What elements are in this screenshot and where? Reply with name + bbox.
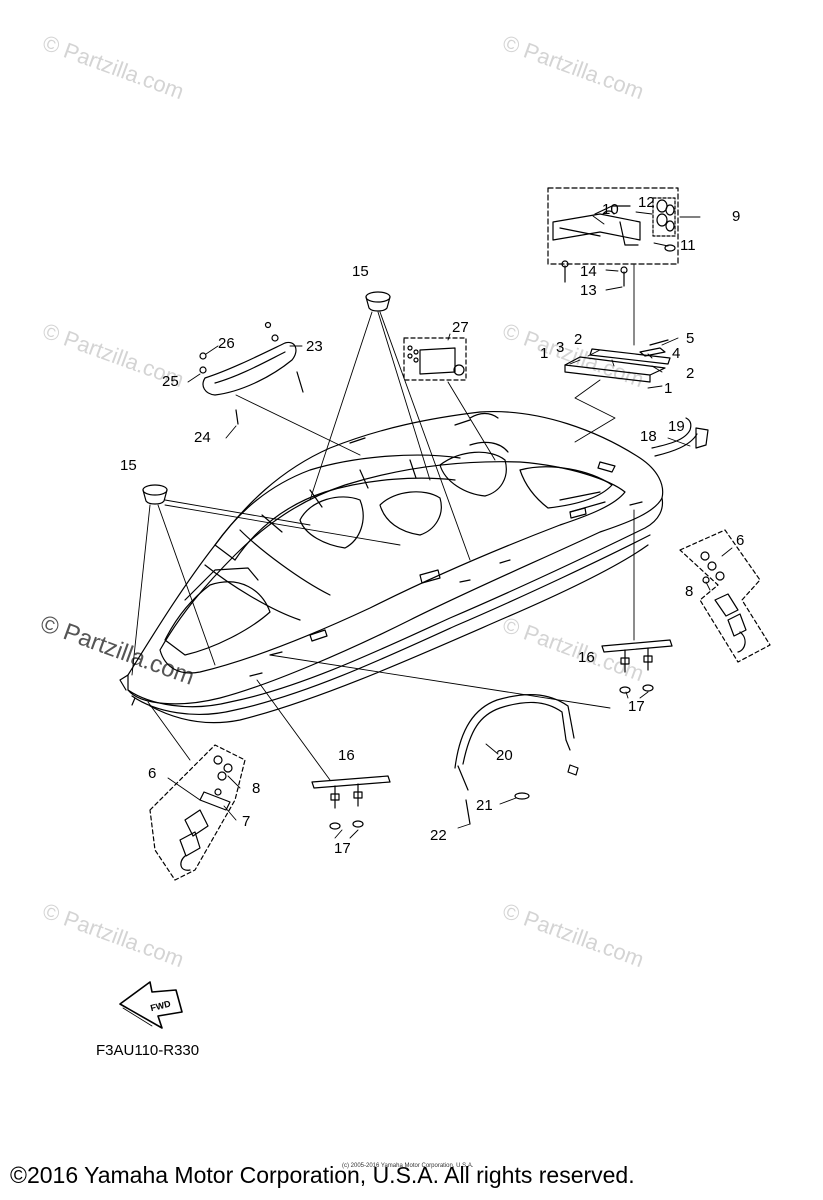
part-6-group-box-right [679, 529, 771, 663]
part-7-cleat-left [179, 755, 233, 871]
callout-26: 26 [218, 335, 235, 352]
part-9-group-box [547, 187, 679, 265]
callout-7: 7 [242, 813, 250, 830]
callout-18: 18 [640, 428, 657, 445]
copyright-notice: ©2016 Yamaha Motor Corporation, U.S.A. A… [10, 1162, 635, 1188]
callout-9: 9 [732, 208, 740, 225]
callout-16-right: 16 [578, 649, 595, 666]
callout-8-right: 8 [685, 583, 693, 600]
callout-10: 10 [602, 201, 619, 218]
small-copyright: (c) 2005-2016 Yamaha Motor Corporation, … [342, 1163, 474, 1169]
part-15-cup-holder-top [365, 291, 391, 312]
fwd-arrow-icon [119, 981, 183, 1029]
callout-17-left: 17 [334, 840, 351, 857]
callout-2-top: 2 [574, 331, 582, 348]
part-7-cleat-right [700, 551, 747, 653]
callout-24: 24 [194, 429, 211, 446]
part-6-group-box-left [149, 744, 246, 881]
part-23-grab-handle [199, 321, 304, 425]
callout-16-left: 16 [338, 747, 355, 764]
callout-14: 14 [580, 263, 597, 280]
callout-17-right: 17 [628, 698, 645, 715]
diagram-code: F3AU110-R330 [96, 1042, 200, 1059]
part-27-gauge [407, 345, 465, 376]
callout-13: 13 [580, 282, 597, 299]
callout-6-right: 6 [736, 532, 744, 549]
callout-22: 22 [430, 827, 447, 844]
callout-4: 4 [672, 345, 680, 362]
callout-12: 12 [638, 194, 655, 211]
boat-hull [119, 410, 664, 724]
callout-27: 27 [452, 319, 469, 336]
part-1-rail [564, 339, 671, 383]
part-16-cleat-right [601, 639, 673, 694]
callout-5: 5 [686, 330, 694, 347]
part-11-nut [664, 244, 676, 252]
callout-25: 25 [162, 373, 179, 390]
callout-15-top: 15 [352, 263, 369, 280]
callout-8-left: 8 [252, 780, 260, 797]
callout-1-top: 1 [540, 345, 548, 362]
part-20-bow-rail [454, 694, 579, 825]
part-27-box [403, 337, 467, 381]
part-15-cup-holder-left [142, 484, 168, 505]
callout-11: 11 [680, 237, 696, 254]
callout-1-right: 1 [664, 380, 672, 397]
part-13-bolts [561, 260, 628, 287]
part-18-hose [651, 417, 709, 457]
callout-15-left: 15 [120, 457, 137, 474]
callout-20: 20 [496, 747, 513, 764]
callout-6-left: 6 [148, 765, 156, 782]
callout-3: 3 [556, 339, 564, 356]
part-16-cleat-left [311, 775, 391, 830]
part-10-bracket [552, 205, 641, 246]
callout-2-right: 2 [686, 365, 694, 382]
callout-21: 21 [476, 797, 493, 814]
callout-23: 23 [306, 338, 323, 355]
part-12-rubber-pads [656, 199, 675, 232]
callout-19: 19 [668, 418, 685, 435]
fwd-label: FWD [149, 998, 172, 1013]
